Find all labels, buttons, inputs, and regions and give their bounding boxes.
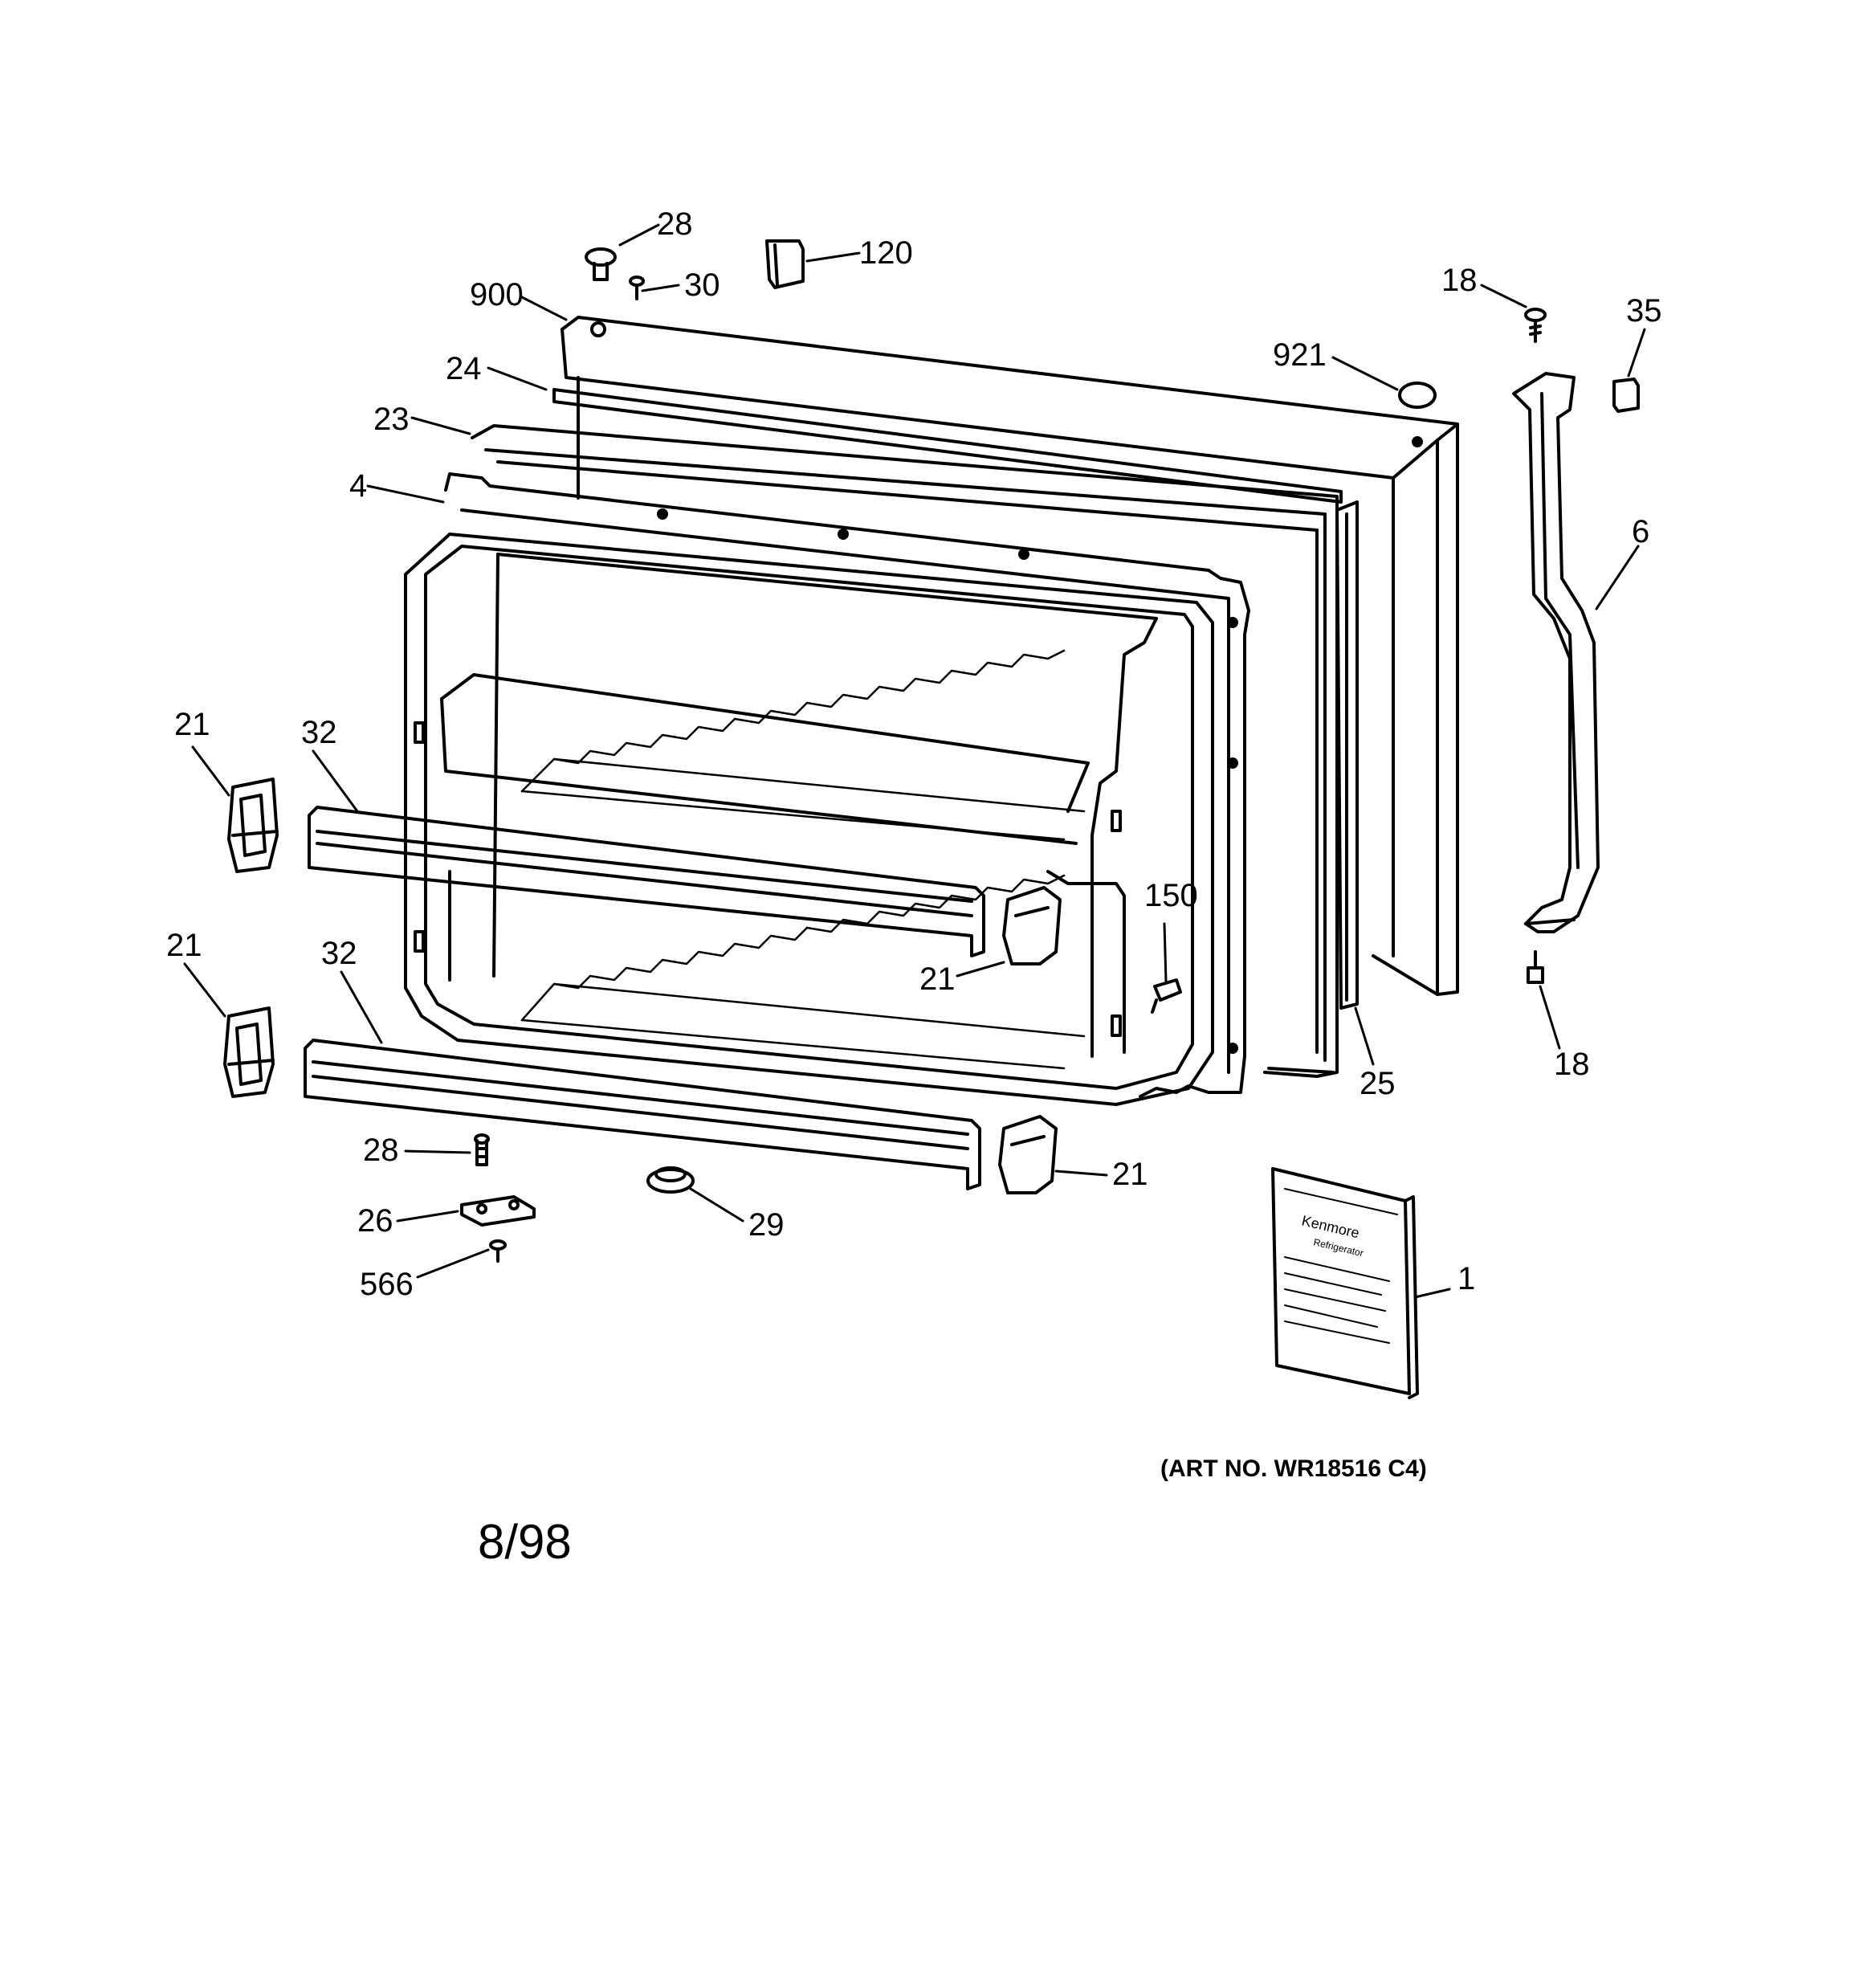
end-cap-mid-right (1002, 886, 1062, 965)
hinge-plate-26 (460, 1195, 536, 1227)
door-side-trim (1335, 500, 1359, 1010)
part-120-block (765, 239, 805, 289)
plug-921 (1398, 382, 1437, 409)
upper-shelf-bar (308, 806, 985, 957)
screw-18-bottom (1527, 950, 1544, 984)
outer-door-panel (561, 316, 1459, 996)
callout-32-lower: 32 (321, 936, 357, 971)
callout-18-top: 18 (1441, 263, 1478, 298)
callout-32-upper: 32 (301, 715, 337, 750)
callout-35: 35 (1626, 293, 1662, 329)
date-code: 8/98 (478, 1515, 572, 1569)
art-number-caption: (ART NO. WR18516 C4) (1160, 1455, 1427, 1482)
grommet-29 (646, 1166, 695, 1194)
callout-28-bottom: 28 (363, 1133, 399, 1168)
callout-21-lower-left: 21 (166, 928, 202, 963)
door-handle (1512, 372, 1600, 933)
callout-120: 120 (859, 235, 913, 271)
part-35-block (1612, 378, 1640, 413)
owners-manual (1271, 1167, 1419, 1399)
manual-brand-text: Kenmore (1300, 1212, 1361, 1241)
callout-921: 921 (1273, 337, 1327, 373)
callout-21-mid-right: 21 (919, 961, 956, 997)
callout-24: 24 (446, 351, 482, 386)
callout-566: 566 (360, 1267, 414, 1302)
callout-900: 900 (470, 277, 524, 312)
callout-21-upper-left: 21 (174, 707, 210, 742)
callout-150: 150 (1144, 878, 1198, 913)
screw-30 (629, 276, 645, 300)
callout-1: 1 (1457, 1261, 1475, 1296)
clip-150 (1151, 978, 1182, 1014)
door-gasket (471, 424, 1339, 1078)
callout-23: 23 (373, 402, 410, 437)
end-cap-upper-left (227, 778, 279, 873)
callout-29: 29 (748, 1207, 785, 1243)
callout-6: 6 (1632, 514, 1649, 549)
end-cap-lower-left (223, 1006, 275, 1098)
lower-shelf-ridges (520, 874, 1086, 1070)
end-cap-bottom-right (998, 1115, 1058, 1194)
screw-28-bottom (474, 1133, 490, 1166)
screw-566 (489, 1239, 507, 1263)
callout-25: 25 (1360, 1066, 1396, 1101)
screw-28-top (585, 247, 617, 281)
screw-18-top (1524, 308, 1547, 343)
leader-lines (183, 223, 1646, 1299)
callout-4: 4 (349, 468, 367, 504)
callout-30: 30 (684, 267, 720, 303)
callout-28-top: 28 (657, 206, 693, 242)
door-top-trim (552, 388, 1343, 504)
callout-21-bottom-right: 21 (1112, 1157, 1148, 1192)
upper-shelf-ridges (520, 649, 1086, 841)
inner-door-liner-tub (404, 533, 1214, 1106)
callout-26: 26 (357, 1203, 393, 1239)
lower-shelf-bar (304, 1039, 981, 1190)
callout-18-bottom: 18 (1554, 1047, 1590, 1082)
